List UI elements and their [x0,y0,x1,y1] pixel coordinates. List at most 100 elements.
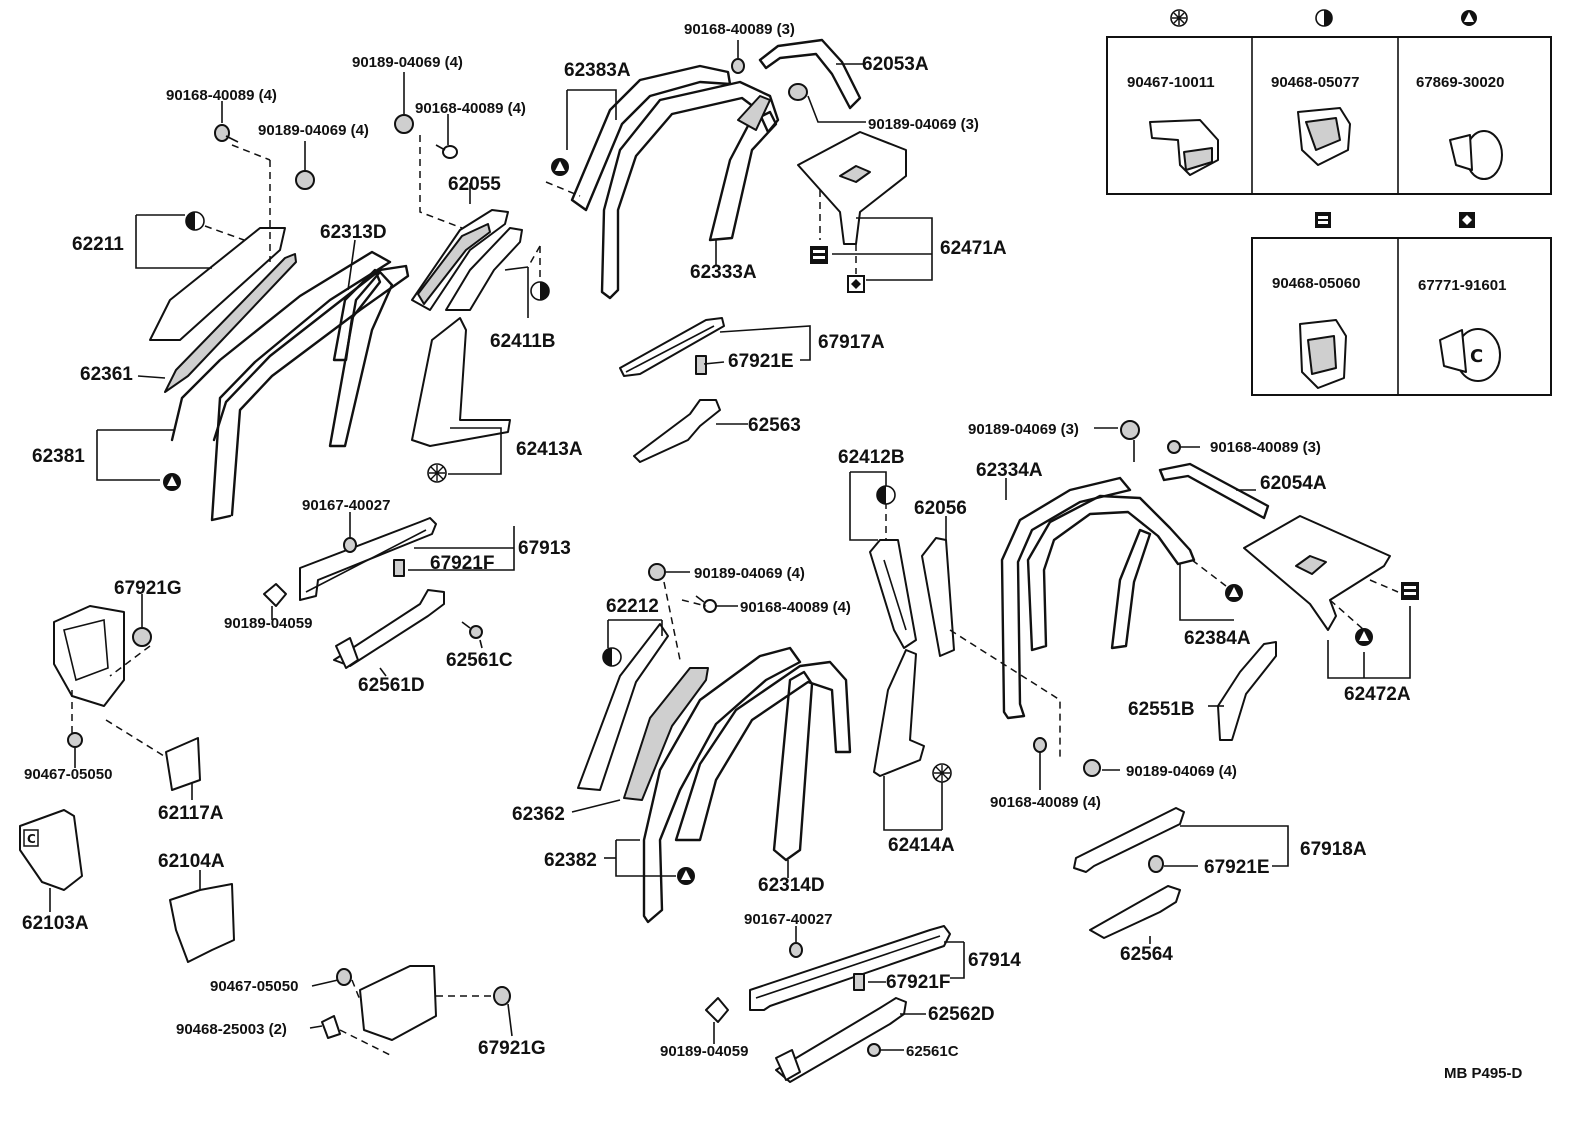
clip-icon [263,583,287,607]
half-circle-symbol-icon [185,211,205,231]
svg-text:C: C [1470,346,1483,367]
label-90167-40027-b: 90167-40027 [744,911,832,928]
label-90467-05050-b: 90467-05050 [210,978,298,995]
lower-left-group: C 67921G 90467-05050 62117A 62103A 62104… [19,578,546,1059]
label-62056: 62056 [914,498,967,519]
label-67921G-a: 67921G [114,578,182,599]
nut-icon [394,114,414,134]
label-90189-04069-4-a: 90189-04069 (4) [258,122,369,139]
screw-icon [1033,737,1047,753]
label-90168-40089-4-d: 90168-40089 (4) [990,794,1101,811]
label-62381: 62381 [32,446,85,467]
part-62411B [445,227,523,311]
part-62472A [1243,515,1391,631]
legend-part-triangle: 67869-30020 [1416,74,1504,91]
nut-icon [336,968,352,986]
triangle-symbol-icon [551,158,569,176]
square-clip-symbol-icon [1315,212,1331,228]
clip-icon [1148,855,1164,873]
label-90189-04069-4-b: 90189-04069 (4) [352,54,463,71]
clip-icon [393,559,405,577]
push-rivet-67869-30020-drawing [1449,130,1503,180]
triangle-symbol-icon [1225,584,1243,602]
part-bracket-left [53,605,125,707]
label-62211: 62211 [72,234,124,255]
label-62117A: 62117A [158,803,224,824]
legend-part-asterisk: 90467-10011 [1127,74,1215,91]
label-62383A: 62383A [564,60,631,81]
clip-90468-05060-drawing [1299,319,1347,389]
label-62384A: 62384A [1184,628,1251,649]
clip-icon [695,355,707,375]
screw-icon [214,124,239,143]
triangle-symbol-icon [1461,10,1477,26]
label-62561D: 62561D [358,675,425,696]
square-clip-symbol-icon [1401,582,1419,600]
label-62414A: 62414A [888,835,955,856]
label-62561C-a: 62561C [446,650,513,671]
label-62053A: 62053A [862,54,929,75]
nut-icon [67,732,83,748]
clip-icon [321,1015,341,1039]
part-62212 [577,623,669,791]
label-62104A: 62104A [158,851,225,872]
label-67921G-b: 67921G [478,1038,546,1059]
part-62561D [333,589,445,667]
triangle-symbol-icon [163,473,181,491]
part-62104A [169,883,235,963]
part-62562D [775,997,907,1083]
label-62382: 62382 [544,850,597,871]
label-62551B: 62551B [1128,699,1195,720]
screw-icon [731,58,745,74]
label-62313D: 62313D [320,222,387,243]
screw-icon [1167,440,1181,454]
label-62103A: 62103A [22,913,89,934]
nut-icon [132,627,152,647]
label-90189-04069-3-a: 90189-04069 (3) [868,116,979,133]
label-90167-40027-a: 90167-40027 [302,497,390,514]
label-90168-40089-4-c: 90168-40089 (4) [740,599,851,616]
label-62471A: 62471A [940,238,1007,259]
label-62055: 62055 [448,174,501,195]
label-90168-40089-3-b: 90168-40089 (3) [1210,439,1321,456]
triangle-symbol-icon [1355,628,1373,646]
half-circle-symbol-icon [876,485,896,505]
label-62314D: 62314D [758,875,825,896]
part-62362 [623,667,709,801]
label-62563: 62563 [748,415,801,436]
legend-part-half-circle: 90468-05077 [1271,74,1359,91]
right-center-group: 62412B 62056 62414A 62334A 90189-04069 (… [838,420,1419,965]
label-90168-40089-4-a: 90168-40089 (4) [166,87,277,104]
label-62333A: 62333A [690,262,757,283]
clip-90467-10011-drawing [1149,119,1219,176]
clip-icon [853,973,865,991]
screw-icon [343,537,357,553]
label-62413A: 62413A [516,439,583,460]
label-62412B: 62412B [838,447,905,468]
label-62564: 62564 [1120,944,1173,965]
part-62412B [869,539,917,649]
legend-part-square-clip: 90468-05060 [1272,275,1360,292]
label-90468-25003-2: 90468-25003 (2) [176,1021,287,1038]
label-62362: 62362 [512,804,565,825]
nut-icon [295,170,315,190]
label-67917A: 67917A [818,332,885,353]
nut-icon [1083,759,1101,777]
label-67914: 67914 [968,950,1021,971]
legend: 90467-10011 90468-05077 67869-30020 9046… [1106,9,1552,396]
label-62411B: 62411B [490,331,556,352]
part-62413A [411,317,511,447]
label-90189-04069-3-b: 90189-04069 (3) [968,421,1079,438]
asterisk-symbol-icon [427,463,447,483]
screw-icon [867,1043,881,1057]
asterisk-symbol-icon [932,763,952,783]
label-90189-04069-4-c: 90189-04069 (4) [694,565,805,582]
nut-icon [788,83,808,101]
square-clip-symbol-icon [810,246,828,264]
label-90189-04069-4-d: 90189-04069 (4) [1126,763,1237,780]
label-67921F-b: 67921F [886,972,950,993]
label-67921E-b: 67921E [1204,857,1270,878]
svg-text:C: C [27,832,36,846]
part-62211-garnish [149,227,286,341]
